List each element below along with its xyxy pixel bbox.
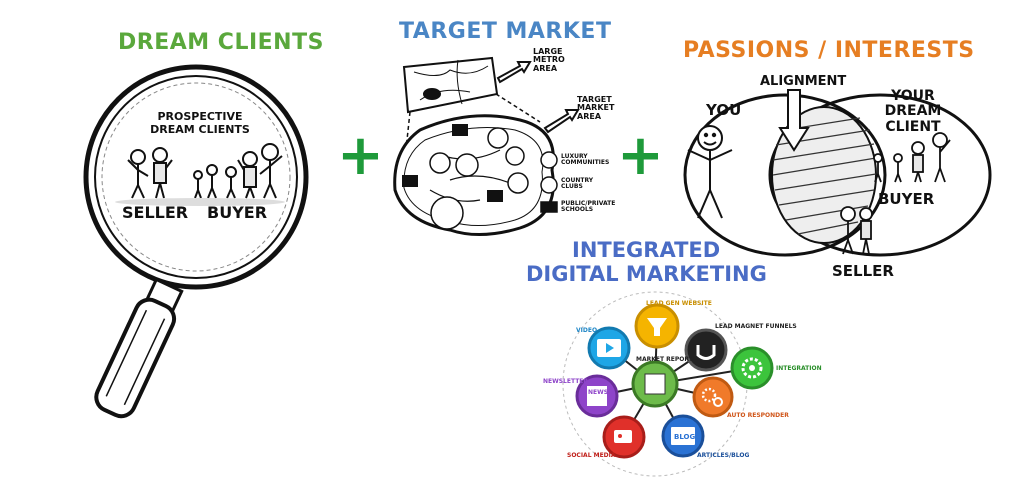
seller-family: [127, 147, 173, 199]
buyer-family: [193, 143, 283, 199]
magnifier-handle: [94, 277, 184, 419]
seller-label: SELLER: [122, 203, 189, 222]
dream-client-buyer-family: [873, 132, 951, 183]
passions-interests-title: PASSIONS / INTERESTS: [683, 38, 975, 63]
node-newsletter: [575, 374, 619, 418]
integrated-title: INTEGRATED: [572, 238, 721, 262]
you-stick-figure: [687, 125, 733, 219]
label-video: VIDEO: [576, 327, 598, 334]
node-auto-responder: [692, 376, 734, 418]
label-social-media: SOCIAL MEDIA: [567, 452, 616, 459]
label-auto-responder: AUTO RESPONDER: [727, 412, 789, 419]
label-newsletter: NEWSLETTER: [543, 378, 589, 385]
buyer-label: BUYER: [207, 203, 268, 222]
plus-symbol-2: +: [617, 123, 664, 188]
node-articles-blog: [661, 414, 705, 458]
legend-country-clubs: COUNTRY CLUBS: [561, 177, 594, 191]
node-lead-magnet-funnels: [684, 328, 728, 372]
you-label: YOU: [706, 101, 742, 119]
alignment-label: ALIGNMENT: [760, 74, 847, 89]
prospective-dream-clients-label: PROSPECTIVE DREAM CLIENTS: [150, 110, 250, 136]
node-lead-gen-website: [634, 303, 680, 349]
plus-symbol-1: +: [337, 123, 384, 188]
blog-icon-text: BLOG: [674, 433, 696, 441]
metro-map: [402, 56, 499, 114]
dream-clients-title: DREAM CLIENTS: [118, 30, 324, 55]
digital-marketing-title: DIGITAL MARKETING: [526, 262, 767, 286]
large-metro-area-label: LARGE METRO AREA: [533, 47, 565, 73]
label-articles-blog: ARTICLES/BLOG: [697, 452, 750, 459]
node-social-media: [602, 415, 646, 459]
label-market-report: MARKET REPORT: [636, 356, 693, 363]
label-integration: INTEGRATION: [776, 365, 822, 372]
digital-marketing-wheel: [562, 291, 774, 477]
target-market-title: TARGET MARKET: [399, 19, 612, 44]
legend-luxury-communities: LUXURY COMMUNITIES: [561, 153, 610, 167]
legend-public-private-schools: PUBLIC/PRIVATE SCHOOLS: [561, 200, 616, 214]
label-lead-magnet-funnels: LEAD MAGNET FUNNELS: [715, 323, 797, 330]
news-icon-text: NEWS: [588, 389, 609, 396]
target-legend-icons: [540, 151, 558, 213]
target-market-area: [393, 114, 555, 237]
your-dream-client-label: YOUR DREAM CLIENT: [884, 88, 942, 135]
target-market-area-label: TARGET MARKET AREA: [577, 95, 615, 121]
label-lead-gen-website: LEAD GEN WEBSITE: [646, 300, 712, 307]
dream-client-seller-label: SELLER: [832, 262, 894, 280]
dream-client-buyer-label: BUYER: [878, 190, 935, 208]
dream-client-seller-couple: [840, 206, 873, 255]
node-video: [587, 326, 631, 370]
node-integration: [730, 346, 774, 390]
